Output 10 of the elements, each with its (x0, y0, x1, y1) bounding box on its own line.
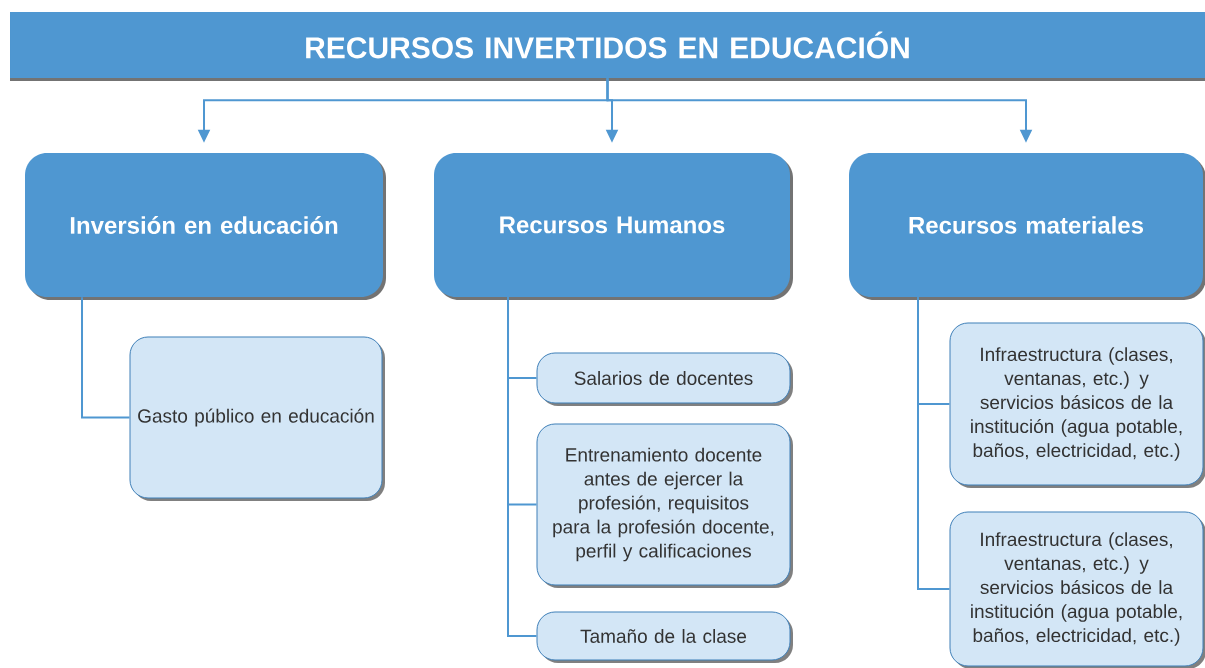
item-box: Infraestructura (clases, ventanas, etc.) y servicios básicos de la institución (agua potable, baños, electricidad, etc.) (949, 322, 1205, 488)
item-box: Tamaño de la clase (536, 611, 793, 663)
item-box: Infraestructura (clases, ventanas, etc.) y servicios básicos de la institución (agua potable, baños, electricidad, etc.) (949, 511, 1205, 668)
category-box: Recursos Humanos (434, 153, 793, 300)
category-box: Recursos materiales (849, 153, 1205, 300)
category-box: Inversión en educación (25, 153, 386, 300)
item-box: Salarios de docentes (536, 352, 793, 406)
item-box: Gasto público en educación (129, 336, 385, 501)
item-box: Entrenamiento docente antes de ejercer la profesión, requisitos para la profesión docente, perfil y calificaciones (536, 423, 793, 588)
title-band: RECURSOS INVERTIDOS EN EDUCACIÓN (10, 12, 1205, 81)
